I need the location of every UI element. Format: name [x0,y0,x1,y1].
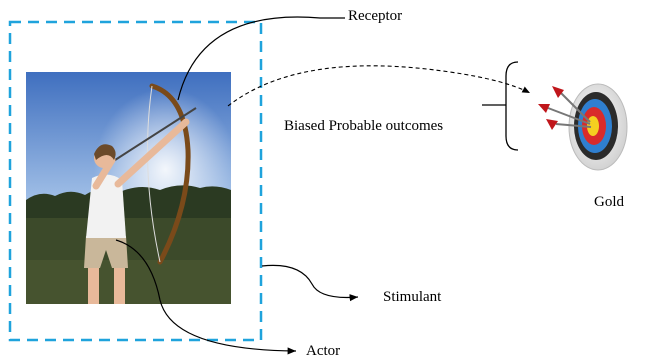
actor-label: Actor [306,343,341,359]
receptor-connector [177,16,345,101]
stimulant-connector [261,264,359,302]
outcome-trajectory-arrow [227,65,531,107]
biased-outcomes-label: Biased Probable outcomes [284,118,444,134]
gold-label: Gold [594,194,624,210]
archery-target-with-arrows-icon [538,83,628,171]
archer-photo [26,72,231,304]
stimulant-label: Stimulant [383,289,442,305]
actor-connector [115,239,297,355]
stimulant-frame [8,20,263,342]
outcomes-bracket [505,61,519,151]
receptor-label: Receptor [348,8,403,24]
